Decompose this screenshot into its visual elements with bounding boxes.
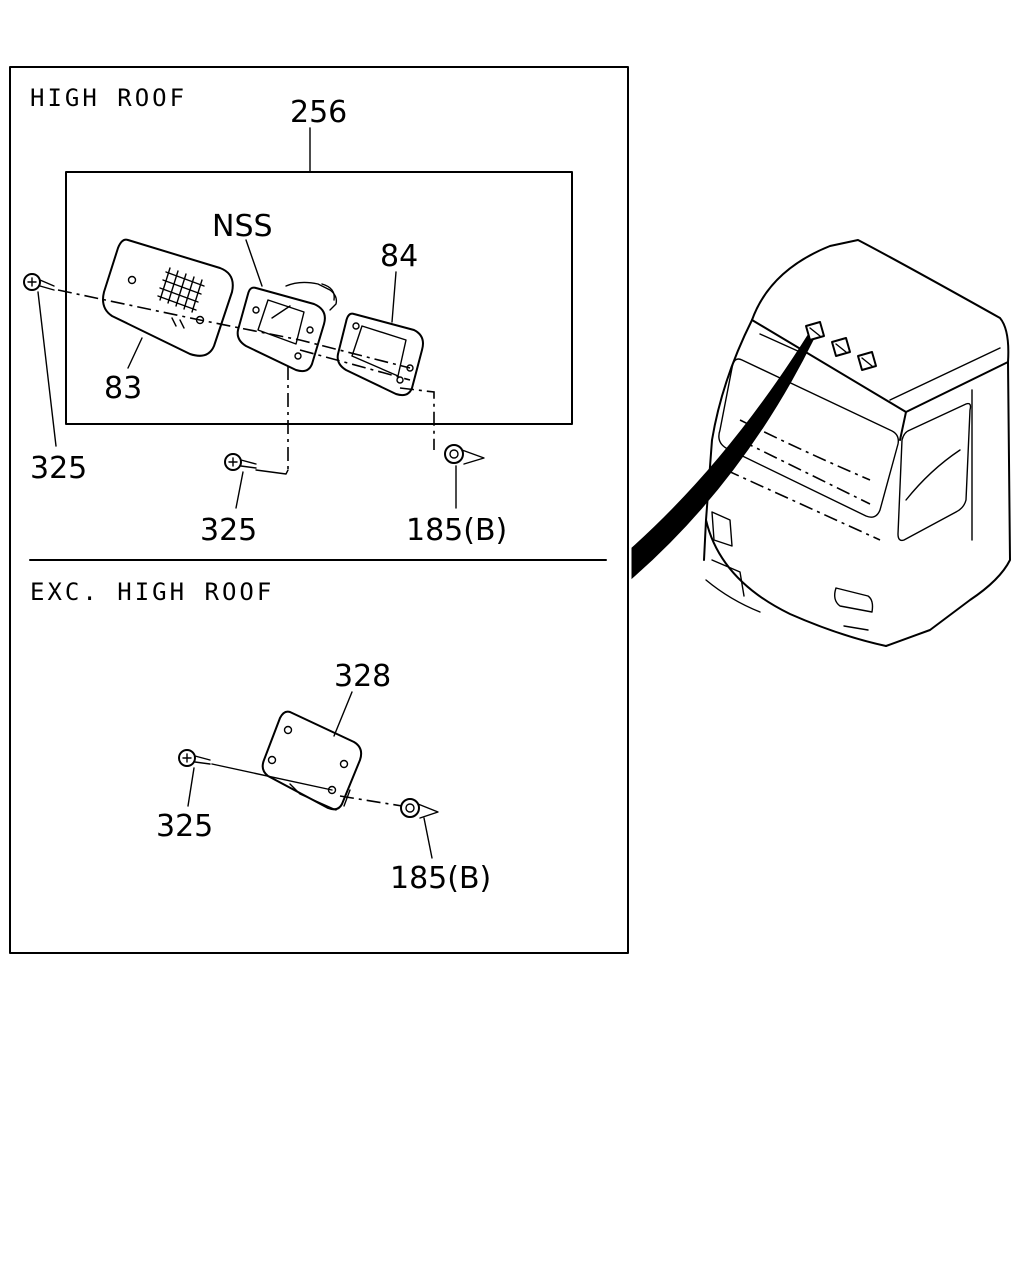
part-83-lens (102, 238, 234, 357)
callout-83: 83 (104, 371, 142, 406)
alignment-line-upper-2 (299, 349, 411, 381)
leader-325-c (187, 767, 195, 807)
clip-185b-upper (444, 444, 485, 465)
clip-185b-lower (400, 798, 439, 819)
screw-325-upper-center (224, 453, 257, 471)
diagram-frame (9, 66, 629, 954)
callout-325-b: 325 (200, 513, 257, 548)
callout-nss: NSS (212, 209, 273, 244)
part-nss-housing (236, 281, 338, 373)
alignment-line-upper-1 (57, 289, 411, 369)
leader-185-b (423, 817, 433, 859)
alignment-line-lower-1 (211, 763, 333, 791)
leader-nss (245, 239, 263, 287)
assembly-256-box (65, 171, 573, 425)
alignment-line-upper-4 (399, 387, 435, 450)
truck-cab-illustration (631, 239, 1011, 647)
section-heading-high-roof: HIGH ROOF (30, 84, 187, 112)
callout-325-a: 325 (30, 451, 87, 486)
callout-328: 328 (334, 659, 391, 694)
callout-325-c: 325 (156, 809, 213, 844)
part-328-plate (261, 710, 363, 811)
callout-185b-a: 185(B) (406, 513, 507, 548)
leader-328 (333, 691, 353, 737)
callout-256: 256 (290, 95, 347, 130)
callout-84: 84 (380, 239, 418, 274)
leader-325-b (235, 471, 244, 509)
screw-325-upper-left (23, 273, 55, 291)
leader-84 (391, 271, 397, 323)
leader-83 (127, 337, 143, 369)
part-84-gasket (336, 312, 424, 397)
alignment-line-lower-2 (339, 795, 403, 807)
leader-325-a (37, 291, 57, 447)
screw-325-lower (178, 749, 211, 767)
callout-185b-b: 185(B) (390, 861, 491, 896)
screw-325-center-link (255, 469, 289, 475)
section-heading-exc-high-roof: EXC. HIGH ROOF (30, 578, 274, 606)
